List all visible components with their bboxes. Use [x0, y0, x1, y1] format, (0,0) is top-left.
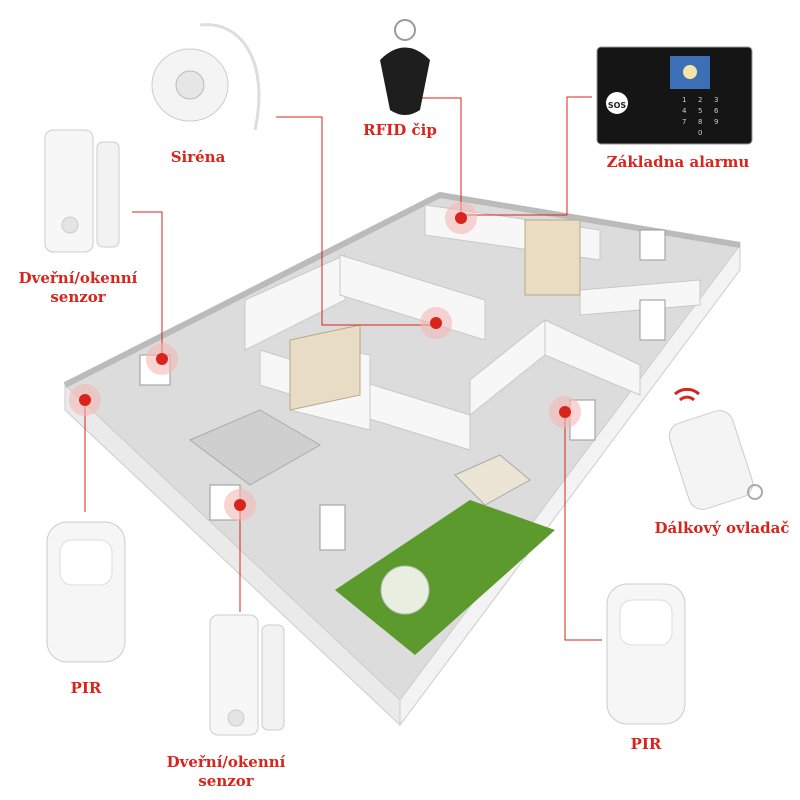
keypad-key: 1 [682, 96, 687, 104]
door-sensor-top-label-line2: senzor [50, 288, 106, 306]
rfid-label: RFID čip [363, 121, 437, 139]
rfid-connector [420, 97, 462, 218]
lawn [335, 500, 555, 655]
keypad-key: 7 [682, 118, 687, 126]
sofa [454, 454, 531, 506]
pir-right-label: PIR [630, 735, 662, 753]
marker-door-top [146, 343, 178, 375]
house-wall-right [399, 243, 741, 727]
pir-device-left [46, 521, 126, 663]
door-sensor-bottom-label-line2: senzor [198, 772, 254, 790]
keypad-sos-label: SOS [607, 101, 627, 110]
tree [380, 565, 430, 615]
door-sensor-device-bottom [209, 614, 285, 736]
base-label: Základna alarmu [606, 153, 750, 171]
marker-rfid [445, 202, 477, 234]
keypad-key: 9 [714, 118, 719, 126]
location-markers [69, 202, 581, 521]
keypad-key: 2 [698, 96, 703, 104]
marker-pir-right [549, 396, 581, 428]
bed [189, 409, 321, 486]
marker-siren [420, 307, 452, 339]
door-sensor-top-connector [132, 211, 163, 359]
rfid-fob [380, 19, 430, 115]
door-sensor-top-label: Dveřní/okenní senzor [19, 269, 138, 307]
marker-door-bottom [224, 489, 256, 521]
keypad-key: 4 [682, 107, 687, 115]
marker-pir-left [69, 384, 101, 416]
house-floor [65, 195, 740, 700]
alarm-base-device [596, 46, 753, 145]
remote-label: Dálkový ovladač [654, 519, 790, 537]
base-connector [461, 96, 592, 216]
keypad-key: 8 [698, 118, 703, 126]
keypad-key: 3 [714, 96, 719, 104]
siren-connector [276, 116, 436, 326]
door-sensor-bottom-label: Dveřní/okenní senzor [167, 753, 286, 791]
keypad-key: 6 [714, 107, 719, 115]
door-sensor-top-label-line1: Dveřní/okenní [18, 269, 138, 287]
keypad-key: 0 [698, 129, 703, 137]
siren-device [151, 23, 261, 131]
door-sensor-device-top [44, 129, 120, 253]
remote-device [668, 387, 763, 510]
wardrobe [289, 324, 361, 411]
pir-device-right [606, 583, 686, 725]
keypad-key: 5 [698, 107, 703, 115]
bookshelf [524, 219, 581, 296]
siren-label: Siréna [170, 148, 226, 166]
pir-right-connector [564, 412, 602, 641]
pir-left-label: PIR [70, 679, 102, 697]
door-sensor-bottom-label-line1: Dveřní/okenní [166, 753, 286, 771]
